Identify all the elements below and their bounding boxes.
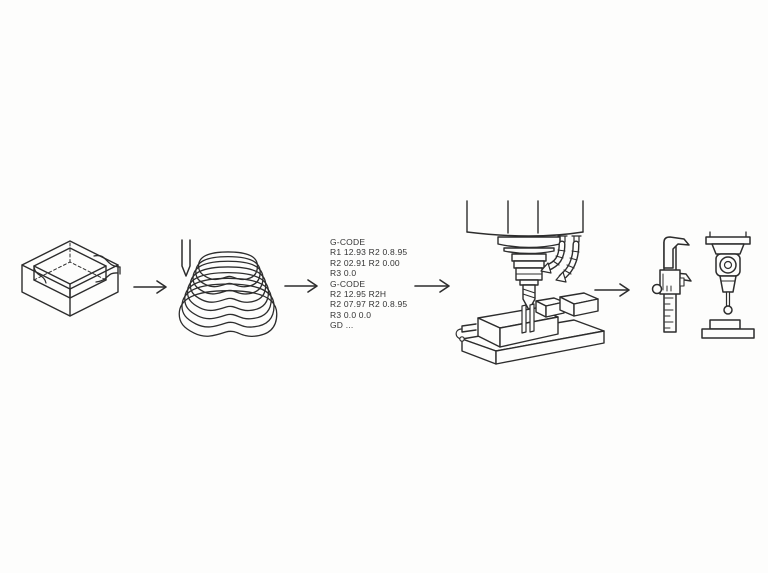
flow-arrow-icon <box>284 279 318 293</box>
gcode-line: R3 0.0 <box>330 268 357 279</box>
caliper-icon <box>651 236 692 333</box>
gcode-line: GD ... <box>330 320 354 331</box>
flow-arrow-icon <box>594 283 630 297</box>
coolant-hose-icon <box>540 240 580 283</box>
gcode-line: R2 07.97 R2 0.8.95 <box>330 299 408 310</box>
gcode-line: R2 12.95 R2H <box>330 289 387 300</box>
gcode-line: G-CODE <box>330 278 366 289</box>
gcode-line: R1 12.93 R2 0.8.95 <box>330 247 408 258</box>
cnc-milling-machine-icon <box>455 200 605 365</box>
gcode-line: R3 0.0 0.0 <box>330 309 372 320</box>
cad-part-icon <box>21 240 121 317</box>
gcode-line: G-CODE <box>330 237 366 247</box>
toolpath-icon <box>178 239 278 338</box>
gcode-text: G-CODE R1 12.93 R2 0.8.95 R2 02.91 R2 0.… <box>330 237 430 331</box>
cmm-probe-icon <box>701 231 755 339</box>
gcode-line: R2 02.91 R2 0.00 <box>330 257 400 268</box>
flow-arrow-icon <box>414 279 450 293</box>
flow-arrow-icon <box>133 280 167 294</box>
